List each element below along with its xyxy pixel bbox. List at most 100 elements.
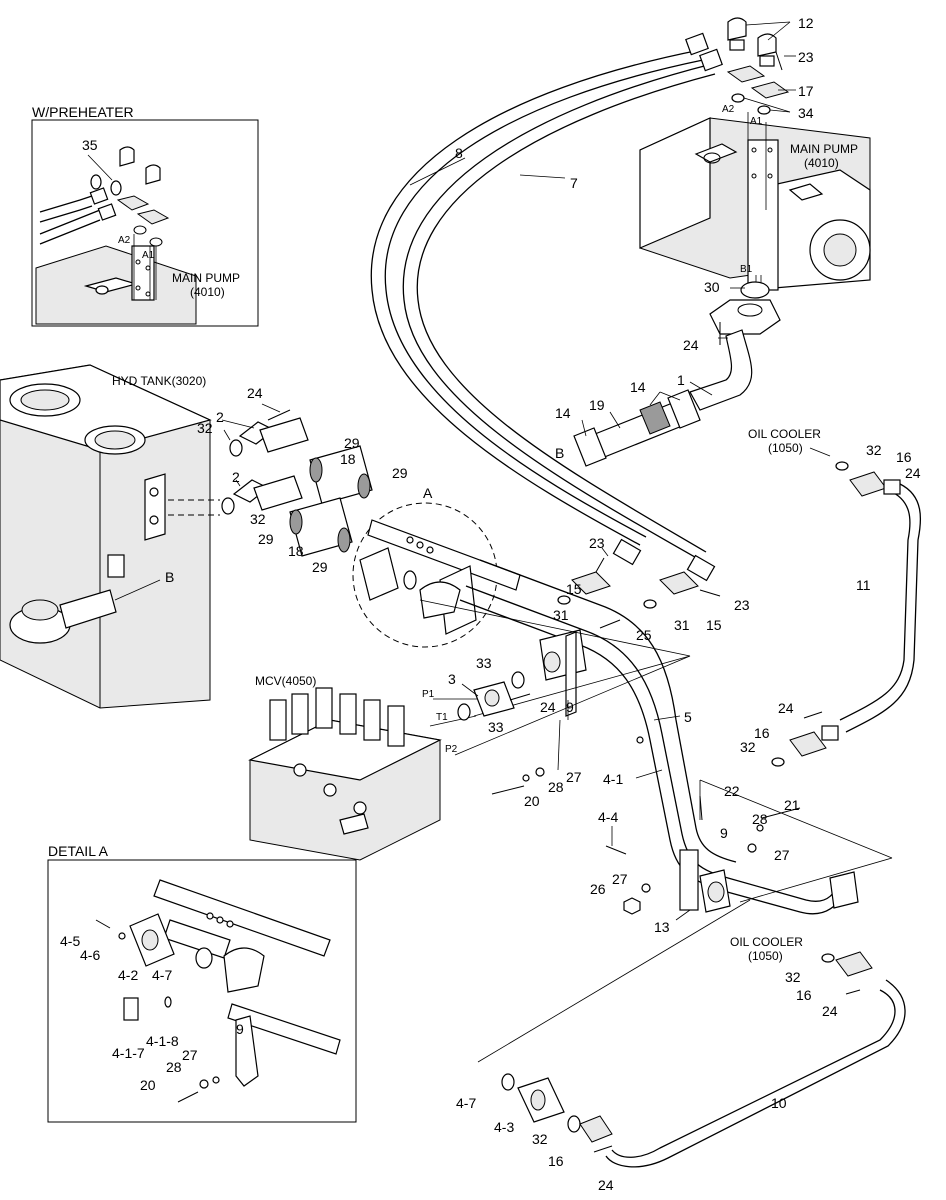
callout-19: 19	[589, 397, 605, 413]
pump-port-a2: A2	[722, 104, 735, 115]
callout-17: 17	[798, 83, 814, 99]
callout-24-cooler-mid: 24	[778, 700, 794, 716]
main-pump: A2 A1 B1 MAIN PUMP (4010)	[639, 104, 871, 291]
callout-16-bottom-left: 16	[548, 1153, 564, 1169]
callout-25: 25	[636, 627, 652, 643]
callout-2-bottom: 2	[232, 469, 240, 485]
callout-27-main: 27	[566, 769, 582, 785]
callout-28-right: 28	[752, 811, 768, 827]
callout-4-6: 4-6	[80, 947, 100, 963]
callout-10: 10	[771, 1095, 787, 1111]
preheater-port-a2: A2	[118, 235, 131, 246]
callout-27-bottom: 27	[612, 871, 628, 887]
callout-8: 8	[455, 145, 463, 161]
callout-24-mcv: 24	[540, 699, 556, 715]
callout-16-cooler-top: 16	[896, 449, 912, 465]
oil-cooler-label-bottom-2: (1050)	[748, 949, 783, 963]
detail-ref-a: A	[423, 485, 433, 501]
suction-ref-b: B	[555, 445, 564, 461]
preheater-pump-label-2: (4010)	[190, 285, 225, 299]
callout-7: 7	[570, 175, 578, 191]
pump-fittings: 12 23 17 34	[726, 15, 814, 121]
detail-a-title: DETAIL A	[48, 843, 109, 859]
callout-23-pump: 23	[798, 49, 814, 65]
callout-32-bottom-cooler: 32	[785, 969, 801, 985]
mcv-valve: MCV(4050) P1 T1 P2	[248, 655, 691, 861]
mcv-port-t1: T1	[436, 712, 448, 723]
callout-31-right: 31	[674, 617, 690, 633]
oil-cooler-label-top-1: OIL COOLER	[748, 427, 821, 441]
callout-14-left: 14	[555, 405, 571, 421]
callout-4-7-bottom: 4-7	[456, 1095, 476, 1111]
callout-34: 34	[798, 105, 814, 121]
mcv-fittings: 3 33 33 24	[448, 655, 556, 735]
tank-ref-b: B	[165, 569, 174, 585]
callout-27-right: 27	[774, 847, 790, 863]
hoses-7-8: 8 7	[370, 32, 723, 582]
callout-28-detail: 28	[166, 1059, 182, 1075]
callout-12: 12	[798, 15, 814, 31]
callout-33-bottom: 33	[488, 719, 504, 735]
callout-21: 21	[784, 797, 800, 813]
main-pump-label-1: MAIN PUMP	[790, 142, 858, 156]
hyd-tank-label: HYD TANK(3020)	[112, 374, 206, 388]
callout-29-right: 29	[392, 465, 408, 481]
callout-5: 5	[684, 709, 692, 725]
callout-13: 13	[654, 919, 670, 935]
callout-24-cooler-top: 24	[905, 465, 921, 481]
callout-30: 30	[704, 279, 720, 295]
callout-9-detail: 9	[236, 1021, 244, 1037]
flange-fittings: 23 15 31 23 31 15	[553, 535, 750, 633]
mcv-label: MCV(4050)	[255, 674, 316, 688]
callout-35: 35	[82, 137, 98, 153]
callout-4-1-7: 4-1-7	[112, 1045, 145, 1061]
callout-23-right: 23	[734, 597, 750, 613]
callout-4-1-8: 4-1-8	[146, 1033, 179, 1049]
callout-2-top: 2	[216, 409, 224, 425]
callout-24-bottom-left: 24	[598, 1177, 614, 1193]
callout-16-cooler-mid: 16	[754, 725, 770, 741]
callout-26: 26	[590, 881, 606, 897]
callout-32-return-bottom: 32	[250, 511, 266, 527]
callout-24-return: 24	[247, 385, 263, 401]
callout-18-top: 18	[340, 451, 356, 467]
callout-23-left: 23	[589, 535, 605, 551]
callout-15-right: 15	[706, 617, 722, 633]
preheater-pump-label-1: MAIN PUMP	[172, 271, 240, 285]
detail-a-zone: A	[352, 485, 521, 648]
callout-11: 11	[856, 577, 871, 593]
return-pipes: 24 2 32 2 32 29 18 29 29 18 29	[197, 385, 408, 575]
preheater-port-a1: A1	[142, 250, 155, 261]
callout-9-right: 9	[720, 825, 728, 841]
callout-29-bottom: 29	[312, 559, 328, 575]
callout-4-4: 4-4	[598, 809, 618, 825]
callout-22: 22	[724, 783, 740, 799]
suction-line: 30 24 1 14 14 19 B	[555, 279, 781, 467]
callout-29-left: 29	[258, 531, 274, 547]
oil-cooler-label-top-2: (1050)	[768, 441, 803, 455]
callout-27-detail: 27	[182, 1047, 198, 1063]
mcv-port-p1: P1	[422, 689, 435, 700]
pump-port-a1: A1	[750, 116, 763, 127]
oil-cooler-line-11: OIL COOLER (1050) 32 16 24 11 24 16 32	[740, 427, 922, 767]
callout-4-3: 4-3	[494, 1119, 514, 1135]
callout-20-main: 20	[524, 793, 540, 809]
callout-1: 1	[677, 372, 685, 388]
callout-20-detail: 20	[140, 1077, 156, 1093]
callout-4-2: 4-2	[118, 967, 138, 983]
callout-18-bottom: 18	[288, 543, 304, 559]
callout-3: 3	[448, 671, 456, 687]
preheater-title: W/PREHEATER	[32, 104, 134, 120]
callout-33-top: 33	[476, 655, 492, 671]
hyd-tank: HYD TANK(3020) B	[0, 364, 220, 709]
pipe-callouts: 5 4-1 4-4 22 9 21 28 27 27 26 13 25 9 20…	[491, 619, 801, 935]
callout-29-top: 29	[344, 435, 360, 451]
oil-cooler-label-bottom-1: OIL COOLER	[730, 935, 803, 949]
callout-32-bottom-left: 32	[532, 1131, 548, 1147]
callout-4-5: 4-5	[60, 933, 80, 949]
callout-14-top: 14	[630, 379, 646, 395]
callout-9-center: 9	[566, 699, 574, 715]
pressure-pipes	[419, 559, 893, 1063]
callout-4-1: 4-1	[603, 771, 623, 787]
